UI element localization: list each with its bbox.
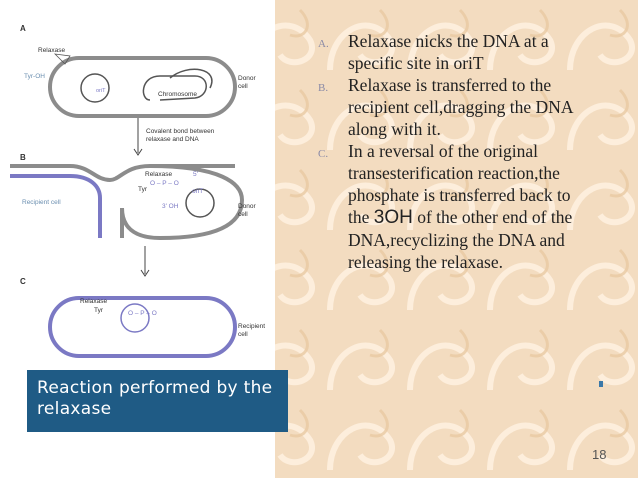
item-marker: C. [318, 148, 329, 160]
item-text-before: In a reversal of the original transester… [348, 141, 571, 227]
panel-b-relaxase: Relaxase [145, 171, 172, 178]
item-marker: A. [318, 38, 329, 50]
panel-c-relaxase: Relaxase [80, 298, 107, 305]
list-item: B. Relaxase is transferred to the recipi… [316, 74, 578, 140]
panel-b-three-oh: 3' OH [162, 203, 179, 210]
panel-c-opo: O – P – O [128, 310, 157, 317]
arrow-label-1: Covalent bond between [146, 128, 215, 135]
reaction-steps: A. Relaxase nicks the DNA at a specific … [316, 30, 578, 273]
panel-a-letter: A [20, 24, 26, 33]
panel-b-donor-1: Donor [238, 203, 257, 210]
item-text: In a reversal of the original transester… [348, 141, 572, 272]
panel-b-opo: O – P – O [150, 180, 179, 187]
panel-a-relaxase: Relaxase [38, 47, 65, 54]
panel-a-donor-2: cell [238, 83, 248, 90]
bullet-icon [599, 381, 603, 387]
page-number: 18 [592, 447, 607, 462]
panel-c-recipient-2: cell [238, 331, 248, 338]
panel-a-donor-1: Donor [238, 75, 257, 82]
panel-a-orit: oriT [96, 88, 106, 94]
panel-b-five-prime: 5' [193, 171, 198, 178]
item-text: Relaxase nicks the DNA at a specific sit… [348, 31, 549, 73]
conjugation-diagram: A Relaxase Tyr-OH oriT Chromosome Donor … [10, 24, 265, 358]
list-item: A. Relaxase nicks the DNA at a specific … [316, 30, 578, 74]
item-text: Relaxase is transferred to the recipient… [348, 75, 573, 139]
item-text-after: of the other end of the DNA,recyclizing … [348, 207, 573, 272]
list-item: C. In a reversal of the original transes… [316, 140, 578, 273]
item-text-3oh: 3OH [373, 207, 413, 228]
panel-b-recipient: Recipient cell [22, 199, 61, 206]
panel-a-chromosome: Chromosome [158, 91, 197, 98]
panel-b-tyr: Tyr [138, 186, 148, 193]
panel-c-tyr: Tyr [94, 307, 104, 314]
panel-b-orit: oriT [192, 188, 203, 195]
panel-b-donor-2: cell [238, 211, 248, 218]
panel-c-recipient-1: Recipient [238, 323, 265, 330]
panel-a-tyr-oh: Tyr-OH [24, 73, 45, 80]
arrow-label-2: relaxase and DNA [146, 136, 199, 143]
item-marker: B. [318, 82, 329, 94]
panel-c-letter: C [20, 277, 26, 286]
figure-caption: Reaction performed by the relaxase [27, 370, 288, 432]
panel-b-letter: B [20, 153, 26, 162]
